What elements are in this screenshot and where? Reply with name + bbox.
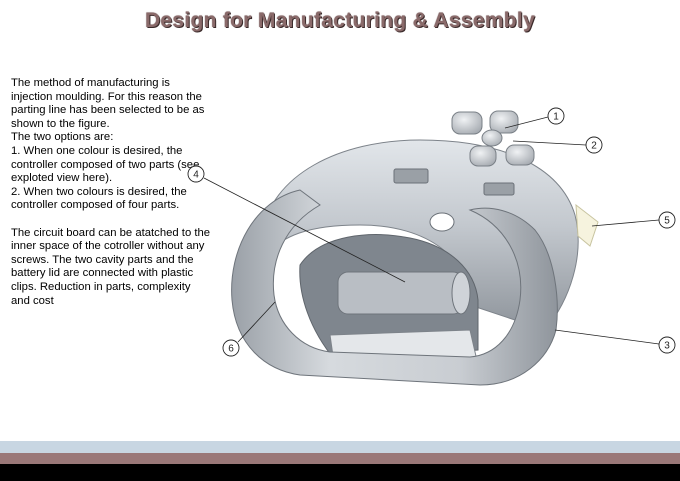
- battery-lid: [575, 203, 599, 247]
- paragraph-option-2: 2. When two colours is desired, the cont…: [11, 185, 187, 212]
- slide-title: Design for Manufacturing & Assembly: [144, 9, 536, 32]
- top-slot-right: [483, 182, 515, 196]
- paragraph-option-1: 1. When one colour is desired, the contr…: [11, 144, 200, 185]
- hole-top: [429, 212, 455, 232]
- callout-label-3: 3: [664, 341, 670, 352]
- battery-end: [451, 271, 471, 315]
- callout-circle-1: [547, 107, 565, 125]
- callout-circle-3: [658, 336, 676, 354]
- button-b: [489, 110, 519, 134]
- callout-label-1: 1: [553, 112, 559, 123]
- description-text: The method of manufacturing is injection…: [11, 77, 211, 308]
- battery-cylinder: [337, 271, 464, 315]
- callout-label-4: 4: [193, 170, 199, 181]
- callout-circle-4: [187, 165, 205, 183]
- button-a: [451, 111, 483, 135]
- callout-circle-5: [658, 211, 676, 229]
- top-slot-left: [393, 168, 429, 184]
- callout-label-5: 5: [664, 216, 670, 227]
- callout-circle-6: [222, 339, 240, 357]
- paragraph-assembly: The circuit board can be atatched to the…: [11, 226, 211, 307]
- callout-label-2: 2: [591, 141, 597, 152]
- callout-label-6: 6: [228, 344, 234, 355]
- footer-band-light: [0, 441, 680, 453]
- button-c: [505, 144, 535, 166]
- paragraph-manufacturing: The method of manufacturing is injection…: [11, 77, 205, 130]
- button-d: [469, 145, 497, 167]
- callout-circle-2: [585, 136, 603, 154]
- footer-band-dark: [0, 464, 680, 481]
- footer-band-mid: [0, 453, 680, 464]
- button-center: [481, 129, 503, 147]
- paragraph-options-heading: The two options are:: [11, 131, 114, 144]
